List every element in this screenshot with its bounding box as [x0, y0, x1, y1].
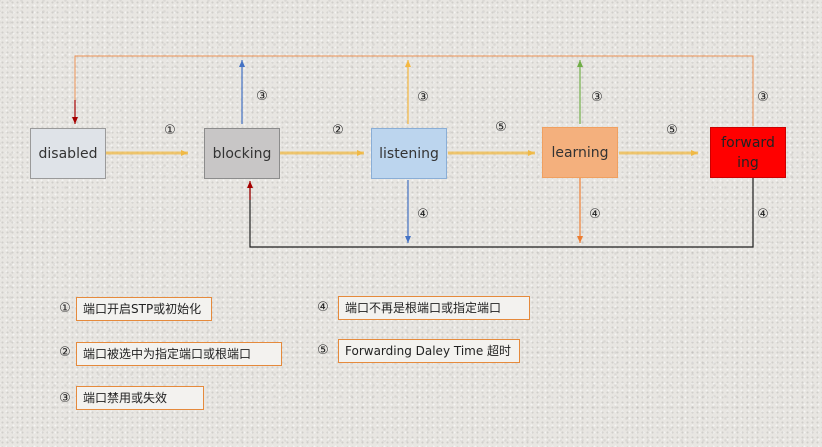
state-blocking: blocking: [204, 128, 280, 179]
legend-num-3: ③: [59, 391, 71, 406]
legend-num-5: ⑤: [317, 343, 329, 358]
state-listening: listening: [371, 128, 447, 179]
state-forwarding: forwarding: [710, 127, 786, 178]
state-learning: learning: [542, 127, 618, 178]
label-blocking-up: ③: [256, 89, 268, 104]
legend-text-5: Forwarding Daley Time 超时: [338, 339, 520, 363]
state-learning-label: learning: [551, 144, 609, 161]
legend-text-4: 端口不再是根端口或指定端口: [338, 296, 530, 320]
arrow-forwarding-to-disabled: [74, 55, 754, 126]
label-learning-up: ③: [591, 90, 603, 105]
state-blocking-label: blocking: [212, 145, 272, 162]
legend-text-2: 端口被选中为指定端口或根端口: [76, 342, 282, 366]
label-listening-down: ④: [417, 207, 429, 222]
label-forwarding-to-disabled: ③: [757, 90, 769, 105]
legend-num-1: ①: [59, 301, 71, 316]
legend-num-2: ②: [59, 345, 71, 360]
state-disabled-label: disabled: [38, 145, 98, 162]
state-disabled: disabled: [30, 128, 106, 179]
label-blocking-to-listening: ②: [332, 123, 344, 138]
label-forwarding-to-blocking: ④: [757, 207, 769, 222]
label-learning-to-forwarding: ⑤: [666, 123, 678, 138]
label-disabled-to-blocking: ①: [164, 123, 176, 138]
state-listening-label: listening: [379, 145, 439, 162]
label-learning-down: ④: [589, 207, 601, 222]
label-listening-up: ③: [417, 90, 429, 105]
state-forwarding-label: forwarding: [721, 134, 775, 171]
legend-text-1: 端口开启STP或初始化: [76, 297, 212, 321]
legend-num-4: ④: [317, 300, 329, 315]
legend-text-3: 端口禁用或失效: [76, 386, 204, 410]
label-listening-to-learning: ⑤: [495, 120, 507, 135]
arrow-forwarding-to-blocking: [249, 178, 754, 248]
